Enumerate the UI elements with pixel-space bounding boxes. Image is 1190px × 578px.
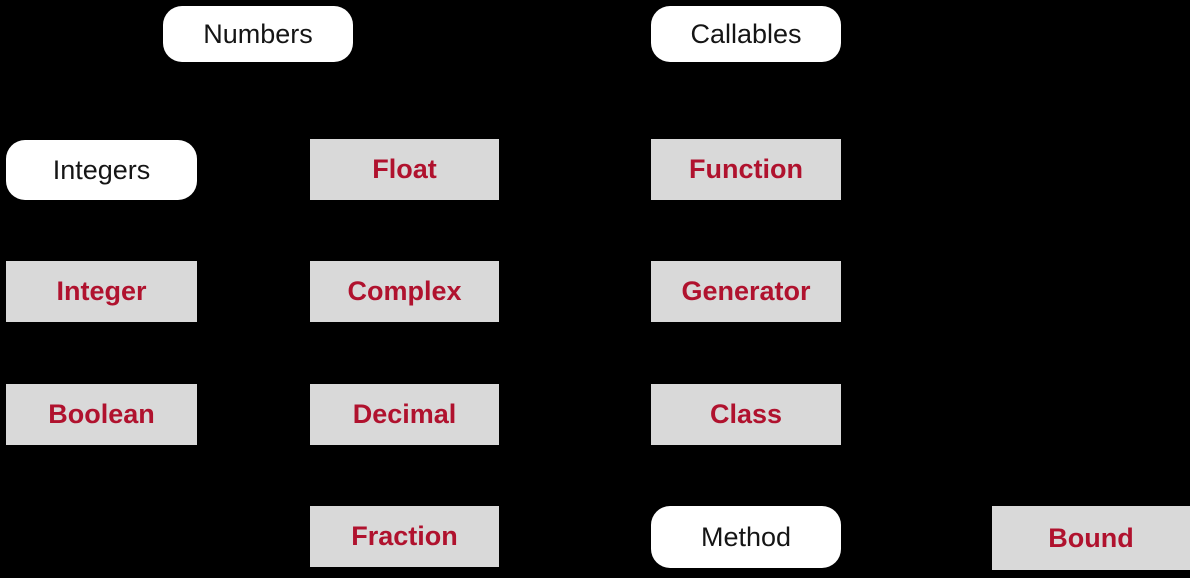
node-boolean: Boolean (6, 384, 197, 445)
node-label: Boolean (48, 399, 155, 429)
node-integers: Integers (6, 140, 197, 200)
node-label: Fraction (351, 521, 458, 551)
node-generator: Generator (651, 261, 841, 322)
node-label: Complex (347, 276, 462, 306)
node-decimal: Decimal (310, 384, 499, 445)
node-label: Float (372, 154, 437, 184)
node-numbers: Numbers (163, 6, 353, 62)
node-bound: Bound (992, 506, 1190, 570)
node-callables: Callables (651, 6, 841, 62)
node-fraction: Fraction (310, 506, 499, 567)
node-integer: Integer (6, 261, 197, 322)
node-float: Float (310, 139, 499, 200)
node-label: Integers (52, 154, 151, 185)
node-class: Class (651, 384, 841, 445)
node-label: Method (700, 521, 792, 552)
node-label: Numbers (203, 18, 313, 49)
node-method: Method (651, 506, 841, 568)
node-label: Class (709, 399, 783, 429)
node-label: Bound (1048, 522, 1134, 553)
node-label: Function (689, 154, 803, 184)
node-function: Function (651, 139, 841, 200)
node-label: Integer (56, 276, 147, 306)
node-complex: Complex (310, 261, 499, 322)
node-label: Callables (690, 18, 802, 49)
node-label: Generator (681, 276, 811, 306)
node-label: Decimal (352, 399, 457, 429)
